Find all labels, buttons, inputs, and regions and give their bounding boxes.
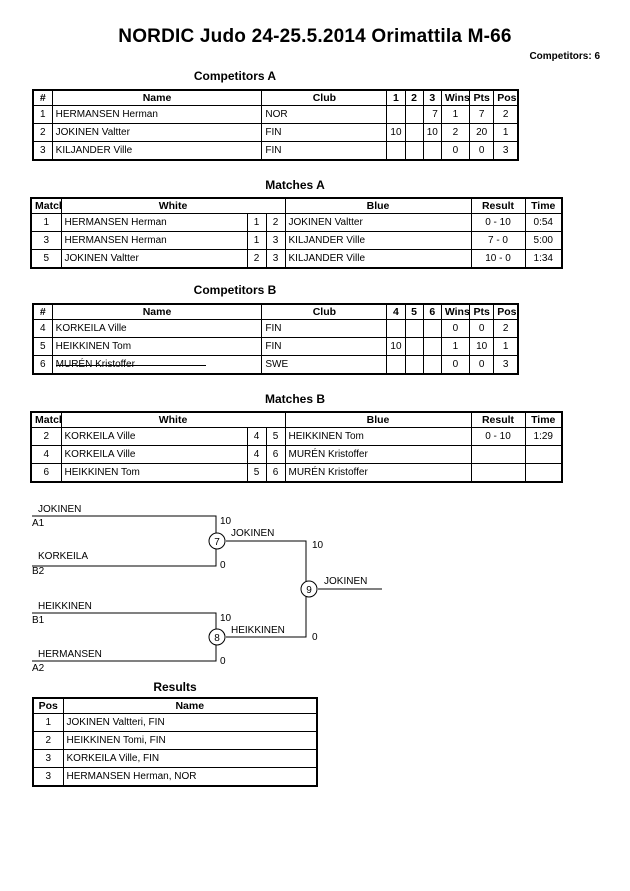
cell-number: 1 [32, 105, 53, 124]
col-header: Wins [440, 303, 471, 320]
competitors-count: Competitors: 6 [529, 51, 600, 62]
col-header: Result [470, 411, 526, 428]
bracket-winner: HEIKKINEN [231, 625, 285, 636]
semi1-winner-line [226, 540, 307, 589]
cell-number: 3 [32, 141, 53, 161]
cell-pos: 1 [493, 337, 519, 356]
cell-name: HERMANSEN Herman, NOR [62, 767, 318, 787]
matches-b-title: Matches B [264, 392, 326, 406]
col-header: Pos [32, 697, 64, 714]
competitors-a-title: Competitors A [193, 69, 277, 83]
cell-pos: 3 [32, 749, 64, 768]
col-header: Time [524, 197, 563, 214]
cell-pos: 2 [32, 731, 64, 750]
cell-blue: KILJANDER Ville [284, 231, 472, 250]
cell-result: 7 - 0 [470, 231, 526, 250]
cell-number: 6 [32, 355, 53, 375]
cell-pos: 3 [493, 141, 519, 161]
col-header: Name [62, 697, 318, 714]
table-header-row: Pos Name [32, 697, 318, 714]
bracket-score: 0 [312, 632, 318, 643]
bracket-seed: B1 [32, 615, 45, 626]
cell-club: FIN [261, 141, 388, 161]
cell-name-struck: MURÉN Kristoffer [51, 355, 263, 375]
cell-time [524, 463, 563, 483]
match-circle [208, 532, 226, 550]
cell-pos: 3 [32, 767, 64, 787]
table-row: 1 JOKINEN Valtteri, FIN [32, 713, 318, 732]
col-header: Wins [440, 89, 471, 106]
results-table: Pos Name 1 JOKINEN Valtteri, FIN 2 HEIKK… [32, 697, 318, 787]
matches-a-table: Match White Blue Result Time 1 HERMANSEN… [30, 197, 563, 269]
table-row: 1 HERMANSEN Herman 1 2 JOKINEN Valtter 0… [30, 213, 563, 232]
match-number: 8 [214, 633, 220, 644]
table-row: 3 KILJANDER Ville FIN 0 0 3 [32, 141, 519, 161]
table-row: 1 HERMANSEN Herman NOR 7 1 7 2 [32, 105, 519, 124]
cell-name: KORKEILA Ville, FIN [62, 749, 318, 768]
matches-b-table: Match White Blue Result Time 2 KORKEILA … [30, 411, 563, 483]
table-row: 2 JOKINEN Valtter FIN 10 10 2 20 1 [32, 123, 519, 142]
semi2-winner-line [226, 589, 307, 638]
bracket-winner: JOKINEN [231, 528, 274, 539]
competitors-b-table: # Name Club 4 5 6 Wins Pts Pos 4 KORKEIL… [32, 303, 519, 375]
cell-time: 0:54 [524, 213, 563, 232]
bracket-name: HEIKKINEN [38, 601, 92, 612]
page-title: NORDIC Judo 24-25.5.2014 Orimattila M-66 [118, 26, 512, 47]
matches-a-title: Matches A [265, 178, 325, 192]
cell-blue-no: 6 [265, 463, 286, 483]
table-row: 2 HEIKKINEN Tomi, FIN [32, 731, 318, 750]
table-row: 6 HEIKKINEN Tom 5 6 MURÉN Kristoffer [30, 463, 563, 483]
col-header: Blue [284, 411, 472, 428]
cell-pos: 1 [493, 123, 519, 142]
bracket-seed: B2 [32, 566, 45, 577]
cell-time: 5:00 [524, 231, 563, 250]
bracket-champion: JOKINEN [324, 576, 367, 587]
cell-pos: 1 [32, 713, 64, 732]
cell-pos: 3 [493, 355, 519, 375]
cell-pts: 0 [469, 355, 495, 375]
bracket-score: 10 [312, 540, 324, 551]
table-row: 3 HERMANSEN Herman 1 3 KILJANDER Ville 7… [30, 231, 563, 250]
cell-wins: 2 [440, 123, 471, 142]
bracket-seed: A1 [32, 518, 45, 529]
bracket-score: 0 [220, 656, 226, 667]
table-header-row: Match White Blue Result Time [30, 197, 563, 214]
bracket-score: 10 [220, 613, 232, 624]
match-circle [208, 628, 226, 646]
table-row: 3 HERMANSEN Herman, NOR [32, 767, 318, 787]
table-row: 5 JOKINEN Valtter 2 3 KILJANDER Ville 10… [30, 249, 563, 269]
col-header: # [32, 303, 53, 320]
cell-number: 2 [32, 123, 53, 142]
cell-time: 1:34 [524, 249, 563, 269]
cell-match: 6 [30, 463, 62, 483]
cell-name: JOKINEN Valtteri, FIN [62, 713, 318, 732]
cell-blue: KILJANDER Ville [284, 249, 472, 269]
col-header: Match [30, 197, 62, 214]
table-row: 4 KORKEILA Ville 4 6 MURÉN Kristoffer [30, 445, 563, 464]
match-number: 9 [306, 585, 312, 596]
match-number: 7 [214, 537, 220, 548]
table-row: 6 MURÉN Kristoffer SWE 0 0 3 [32, 355, 519, 375]
cell-wins: 1 [440, 337, 471, 356]
cell-name: HEIKKINEN Tomi, FIN [62, 731, 318, 750]
bracket-name: KORKEILA [38, 551, 88, 562]
competitors-a-table: # Name Club 1 2 3 Wins Pts Pos 1 HERMANS… [32, 89, 519, 161]
table-row: 5 HEIKKINEN Tom FIN 10 1 10 1 [32, 337, 519, 356]
cell-time [524, 445, 563, 464]
cell-number: 5 [32, 337, 53, 356]
results-title: Results [153, 680, 197, 694]
bracket-score: 0 [220, 560, 226, 571]
competitors-b-title: Competitors B [193, 283, 277, 297]
bracket-seed: A2 [32, 663, 45, 674]
cell-white: KORKEILA Ville [60, 445, 248, 464]
cell-score: 10 [386, 123, 406, 142]
col-header: Blue [284, 197, 472, 214]
col-header: # [32, 89, 53, 106]
match-circle [300, 580, 318, 598]
table-row: 3 KORKEILA Ville, FIN [32, 749, 318, 768]
bracket-name: JOKINEN [38, 504, 81, 515]
bracket-score: 10 [220, 516, 232, 527]
bracket-name: HERMANSEN [38, 649, 102, 660]
